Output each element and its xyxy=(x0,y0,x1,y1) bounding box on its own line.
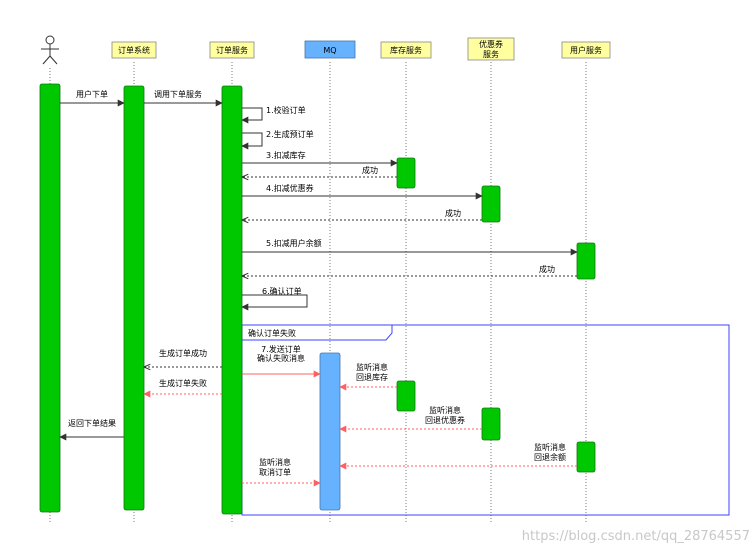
message-2: 调用下单服务 xyxy=(144,89,223,107)
message-label: 返回下单结果 xyxy=(68,418,116,428)
message-label: 生成订单失败 xyxy=(159,378,207,388)
message-label: 回退优惠券 xyxy=(425,415,465,425)
message-label: 1.校验订单 xyxy=(266,105,306,115)
activation-coupon-2 xyxy=(481,407,501,441)
fragment-label: 确认订单失败 xyxy=(248,328,296,338)
message-label: 5.扣减用户余额 xyxy=(266,238,322,248)
watermark: https://blog.csdn.net/qq_28764557 xyxy=(522,529,750,544)
participant-label: 订单系统 xyxy=(118,45,150,55)
message-12: 生成订单成功 xyxy=(144,348,222,367)
activation-order-sys xyxy=(123,85,145,511)
message-label: 2.生成预订单 xyxy=(266,129,314,139)
message-label: 成功 xyxy=(445,208,461,218)
participant-order-sys: 订单系统 xyxy=(111,41,157,59)
activation-stock-2 xyxy=(396,380,416,412)
message-arrow xyxy=(241,294,308,311)
message-label: 4.扣减优惠券 xyxy=(266,183,314,193)
message-4: 2.生成预订单 xyxy=(241,129,314,150)
message-label: 取消订单 xyxy=(259,467,291,477)
participant-label-line2: 服务 xyxy=(483,49,499,59)
participant-label: 订单服务 xyxy=(216,45,248,55)
message-arrow xyxy=(241,132,263,150)
message-10: 成功 xyxy=(242,264,577,276)
participant-heads: 订单系统 订单服务 MQ 库存服务 优惠券 服务 用户服务 xyxy=(111,37,611,61)
message-label: 生成订单成功 xyxy=(159,348,207,358)
activations xyxy=(39,83,596,515)
activation-stock-1 xyxy=(396,157,416,189)
message-label: 7.发送订单 xyxy=(261,344,301,354)
message-6: 成功 xyxy=(242,165,397,177)
message-label: 3.扣减库存 xyxy=(266,150,306,160)
activation-user-svc-2 xyxy=(576,441,596,473)
message-label: 监听消息 xyxy=(534,442,566,452)
participant-label: 库存服务 xyxy=(390,45,422,55)
message-label: 回退余额 xyxy=(534,452,566,462)
message-label: 回退库存 xyxy=(356,372,388,382)
messages: 用户下单调用下单服务1.校验订单2.生成预订单3.扣减库存成功4.扣减优惠券成功… xyxy=(59,89,578,487)
message-8: 成功 xyxy=(242,208,482,220)
participant-label: 用户服务 xyxy=(570,45,602,55)
participant-mq: MQ xyxy=(304,40,356,59)
activation-mq xyxy=(319,352,341,511)
activation-coupon-1 xyxy=(481,185,501,223)
participant-order-svc: 订单服务 xyxy=(209,41,255,59)
participant-stock: 库存服务 xyxy=(380,41,432,59)
message-11: 6.确认订单 xyxy=(241,286,308,311)
participant-label-line1: 优惠券 xyxy=(479,39,503,49)
participant-user-svc: 用户服务 xyxy=(561,41,611,59)
message-9: 5.扣减用户余额 xyxy=(242,238,578,256)
message-label: 监听消息 xyxy=(429,405,461,415)
message-17: 返回下单结果 xyxy=(59,418,124,441)
activation-user-svc-1 xyxy=(576,242,596,280)
message-3: 1.校验订单 xyxy=(241,105,306,124)
activation-order-svc xyxy=(221,85,243,515)
activation-user xyxy=(39,83,61,513)
message-label: 成功 xyxy=(362,165,378,175)
message-label: 成功 xyxy=(539,264,555,274)
message-label: 用户下单 xyxy=(76,89,108,99)
message-arrow xyxy=(241,107,263,124)
message-label: 监听消息 xyxy=(356,362,388,372)
message-14: 生成订单失败 xyxy=(143,378,222,398)
participant-coupon: 优惠券 服务 xyxy=(467,37,515,61)
message-1: 用户下单 xyxy=(60,89,125,107)
message-label: 6.确认订单 xyxy=(262,286,302,296)
message-label: 调用下单服务 xyxy=(154,89,202,99)
participant-label: MQ xyxy=(323,46,336,55)
message-label: 确认失败消息 xyxy=(257,353,305,363)
message-7: 4.扣减优惠券 xyxy=(242,183,483,200)
message-label: 监听消息 xyxy=(259,457,291,467)
actor-user-icon xyxy=(41,35,59,65)
message-5: 3.扣减库存 xyxy=(242,150,398,167)
